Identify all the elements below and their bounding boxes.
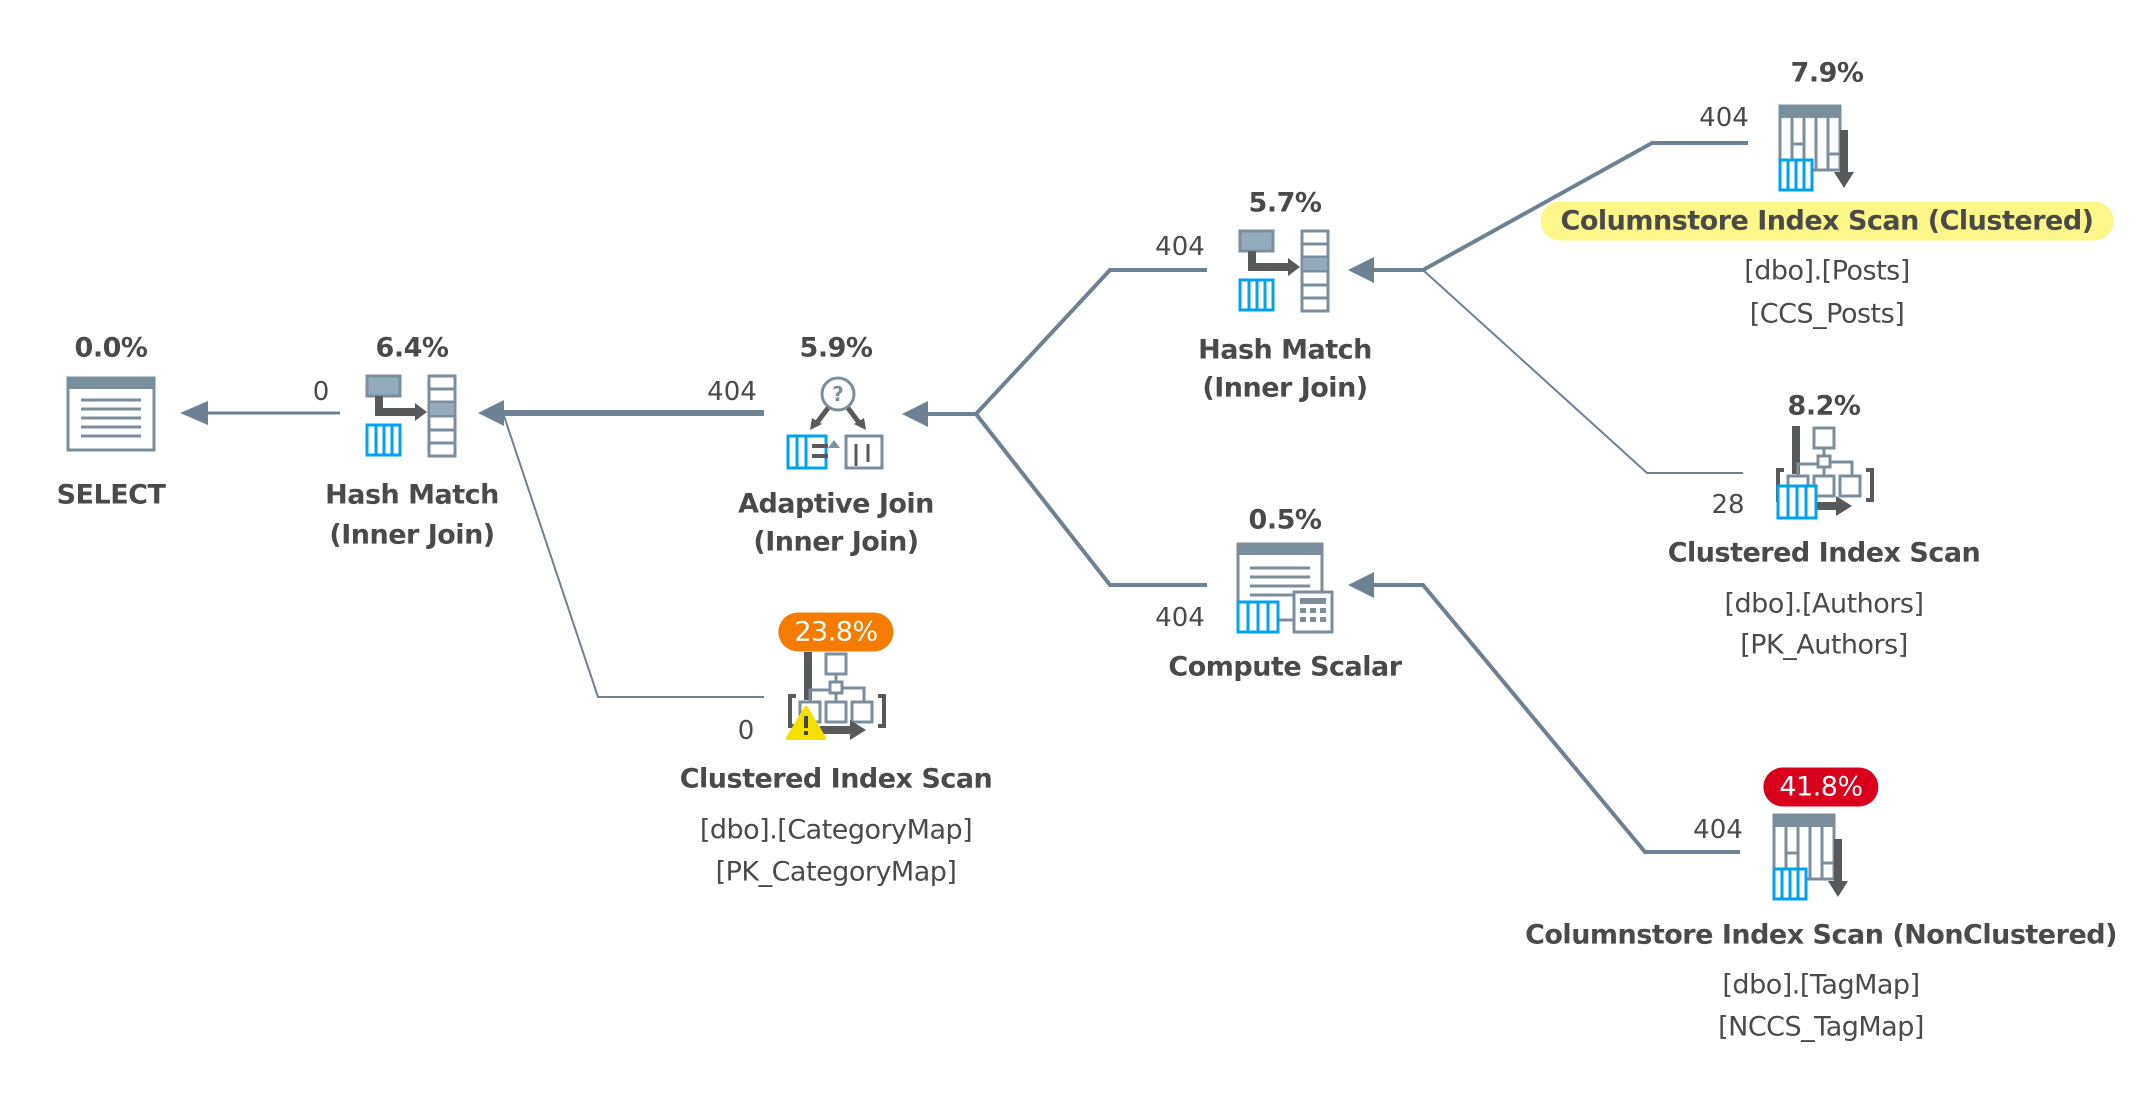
- arrowhead-select: [180, 401, 208, 425]
- row-count-label: 404: [1155, 232, 1205, 262]
- operator-title: SELECT: [56, 479, 166, 511]
- adaptive-join-icon: ?: [786, 376, 884, 470]
- arrowhead-adaptivejoin: [902, 401, 928, 427]
- row-count-label: 404: [707, 377, 757, 407]
- index-name: [PK_Authors]: [1740, 629, 1908, 661]
- columnstore-index-scan-icon: [1778, 104, 1854, 192]
- cost-percent: 7.9%: [1790, 57, 1864, 89]
- operator-title: Hash Match: [325, 479, 499, 511]
- edge-computescalar-to-adaptivejoin[interactable]: [974, 412, 1207, 587]
- edge-categorymap-to-hashmatch1[interactable]: [502, 412, 764, 698]
- object-name: [dbo].[CategoryMap]: [699, 814, 973, 846]
- row-count-label: 404: [1155, 603, 1205, 633]
- object-name: [dbo].[Authors]: [1724, 588, 1924, 620]
- edge-hashmatch2-to-adaptivejoin[interactable]: [928, 268, 1207, 416]
- arrowhead-computescalar: [1348, 572, 1374, 598]
- operator-title-highlighted: Columnstore Index Scan (Clustered): [1540, 201, 2114, 241]
- cost-badge: 41.8%: [1763, 767, 1879, 807]
- cost-percent: 8.2%: [1787, 390, 1861, 422]
- operator-title: Hash Match: [1198, 334, 1372, 366]
- object-name: [dbo].[TagMap]: [1722, 969, 1920, 1001]
- cost-percent: 6.4%: [375, 332, 449, 364]
- index-name: [PK_CategoryMap]: [715, 856, 957, 888]
- operator-title: Clustered Index Scan: [1667, 537, 1981, 569]
- row-count-label: 0: [737, 716, 755, 746]
- cost-percent: 0.0%: [74, 332, 148, 364]
- operator-title: Clustered Index Scan: [679, 763, 993, 795]
- hash-match-icon: [365, 374, 457, 458]
- arrowhead-hashmatch1: [478, 400, 504, 426]
- clustered-index-scan-icon: [1776, 426, 1874, 520]
- row-count-label: 0: [312, 377, 330, 407]
- row-count-label: 404: [1693, 815, 1743, 845]
- edge-posts-to-hashmatch2[interactable]: [1372, 141, 1748, 272]
- result-select-icon: [66, 376, 156, 452]
- operator-title: Adaptive Join: [738, 488, 934, 520]
- cost-badge: 23.8%: [778, 612, 894, 652]
- columnstore-index-scan-icon: [1772, 813, 1848, 901]
- index-name: [NCCS_TagMap]: [1718, 1011, 1924, 1043]
- row-count-label: 404: [1699, 103, 1749, 133]
- operator-subtitle: (Inner Join): [329, 519, 495, 551]
- edge-authors-to-hashmatch2[interactable]: [1422, 269, 1743, 474]
- hash-match-icon: [1238, 229, 1330, 313]
- row-count-label: 28: [1711, 490, 1745, 520]
- index-name: [CCS_Posts]: [1749, 298, 1905, 330]
- warning-icon[interactable]: [786, 708, 826, 744]
- edge-tagmap-to-computescalar[interactable]: [1372, 583, 1740, 854]
- operator-title: Compute Scalar: [1168, 651, 1402, 683]
- operator-subtitle: (Inner Join): [753, 526, 919, 558]
- operator-title: Columnstore Index Scan (NonClustered): [1525, 919, 2117, 951]
- arrowhead-hashmatch2: [1348, 257, 1374, 283]
- object-name: [dbo].[Posts]: [1744, 255, 1910, 287]
- compute-scalar-icon: [1236, 542, 1334, 634]
- cost-percent: 0.5%: [1248, 504, 1322, 536]
- cost-percent: 5.7%: [1248, 187, 1322, 219]
- clustered-index-scan-icon: [786, 652, 886, 740]
- cost-percent: 5.9%: [799, 332, 873, 364]
- operator-subtitle: (Inner Join): [1202, 372, 1368, 404]
- svg-text:?: ?: [832, 382, 844, 406]
